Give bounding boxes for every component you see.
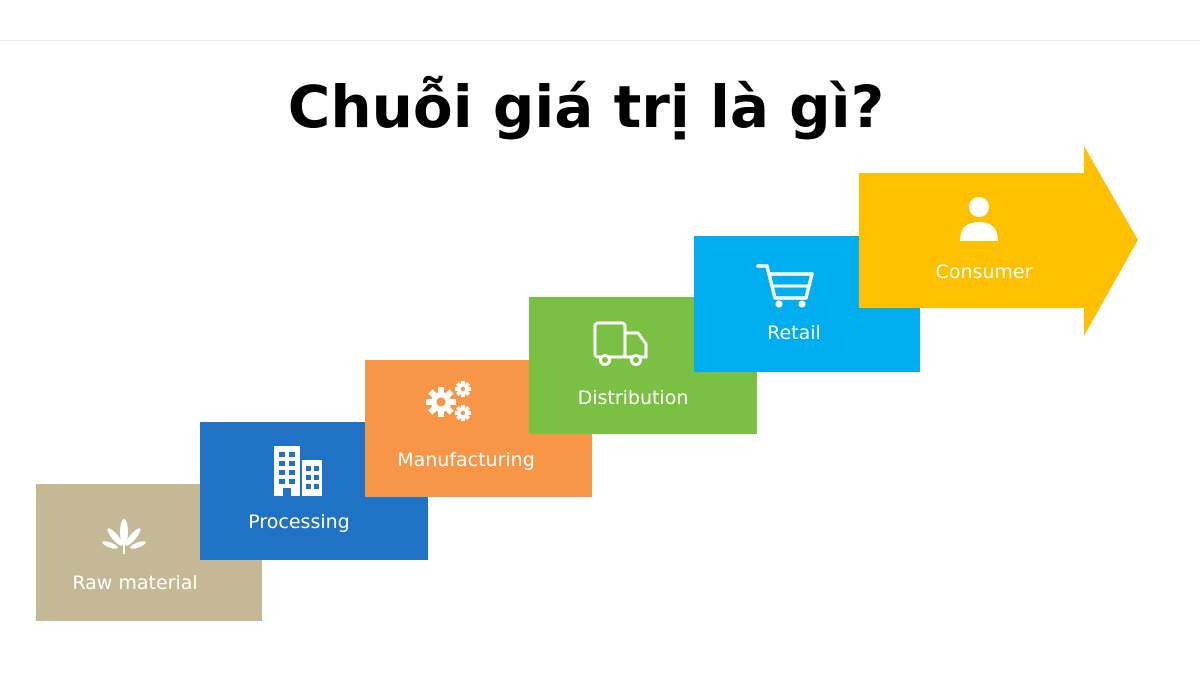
leaf-icon (102, 519, 146, 554)
step-raw-material: Raw material Raw material (36, 484, 262, 621)
step-label: Distribution (578, 387, 689, 409)
page-title: Chuỗi giá trị là gì? (287, 73, 885, 141)
step-label: Retail (767, 322, 821, 344)
person-icon (960, 197, 998, 241)
building-icon (274, 446, 322, 496)
cart-icon (756, 264, 814, 308)
truck-icon (593, 321, 648, 366)
step-consumer: Consumer (859, 146, 1138, 336)
top-divider (0, 40, 1200, 41)
step-label: Raw material (72, 572, 197, 594)
step-label: Manufacturing (397, 449, 535, 471)
step-arrow (859, 146, 1138, 336)
step-label: Consumer (936, 261, 1033, 283)
step-label: Processing (248, 511, 349, 533)
gears-icon (426, 381, 471, 421)
